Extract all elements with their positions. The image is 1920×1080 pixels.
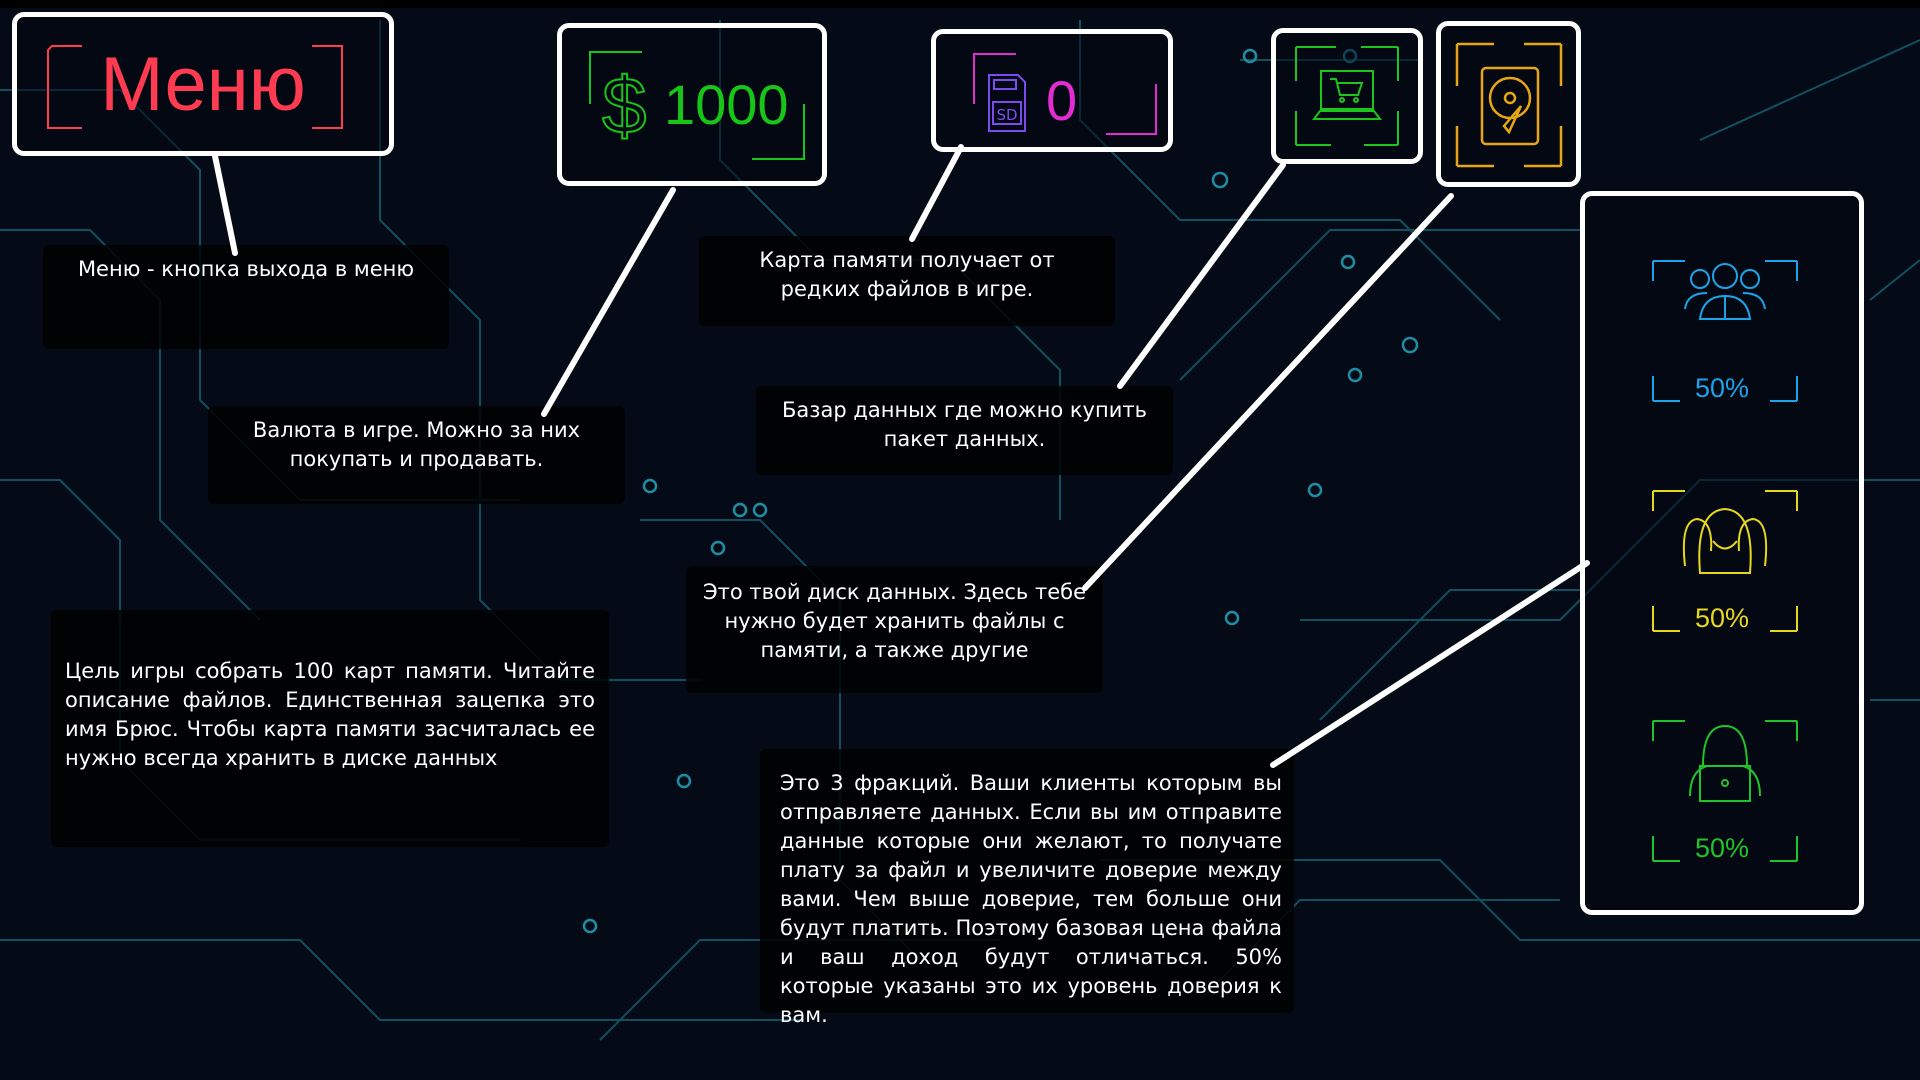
sd-card-icon: SD <box>988 74 1026 132</box>
tip-memory-card: Карта памяти получает от редких файлов в… <box>699 236 1115 326</box>
memory-card-frame-icon <box>973 53 1157 135</box>
faction-hooded-group-trust: 50% <box>1694 603 1750 633</box>
memory-card-value: 0 <box>1046 69 1078 132</box>
money-frame-icon <box>589 51 805 160</box>
menu-label: Меню <box>100 42 306 127</box>
factions-panel: 50% 50% 50% <box>1580 191 1864 915</box>
tip-currency: Валюта в игре. Можно за них покупать и п… <box>208 406 625 504</box>
menu-frame-icon <box>47 45 343 129</box>
hacker-laptop-icon <box>1652 720 1798 862</box>
svg-text:SD: SD <box>996 106 1017 124</box>
faction-hacker[interactable]: 50% <box>1585 711 1859 881</box>
money-counter: $ 1000 <box>557 23 827 186</box>
menu-button[interactable]: Меню <box>12 12 394 156</box>
faction-clients[interactable]: 50% <box>1585 251 1859 421</box>
memory-card-counter: SD 0 <box>931 29 1173 152</box>
faction-clients-trust: 50% <box>1694 373 1750 403</box>
faction-hooded-group[interactable]: 50% <box>1585 481 1859 651</box>
business-people-icon <box>1652 260 1798 402</box>
tip-disk: Это твой диск данных. Здесь тебе нужно б… <box>686 566 1103 693</box>
dollar-icon: $ <box>601 60 647 151</box>
data-bazaar-button[interactable] <box>1271 28 1423 164</box>
shop-laptop-cart-icon <box>1295 46 1399 146</box>
tip-factions: Это 3 фракций. Ваши клиенты которым вы о… <box>760 749 1294 1027</box>
faction-hacker-trust: 50% <box>1694 833 1750 863</box>
hard-disk-icon <box>1455 42 1563 168</box>
data-disk-button[interactable] <box>1436 21 1581 187</box>
tip-bazaar: Базар данных где можно купить пакет данн… <box>756 386 1173 475</box>
money-value: 1000 <box>664 73 789 136</box>
hooded-group-icon <box>1652 490 1798 632</box>
tip-goal: Цель игры собрать 100 карт памяти. Читай… <box>51 610 609 847</box>
tip-menu: Меню - кнопка выхода в меню <box>43 245 449 349</box>
